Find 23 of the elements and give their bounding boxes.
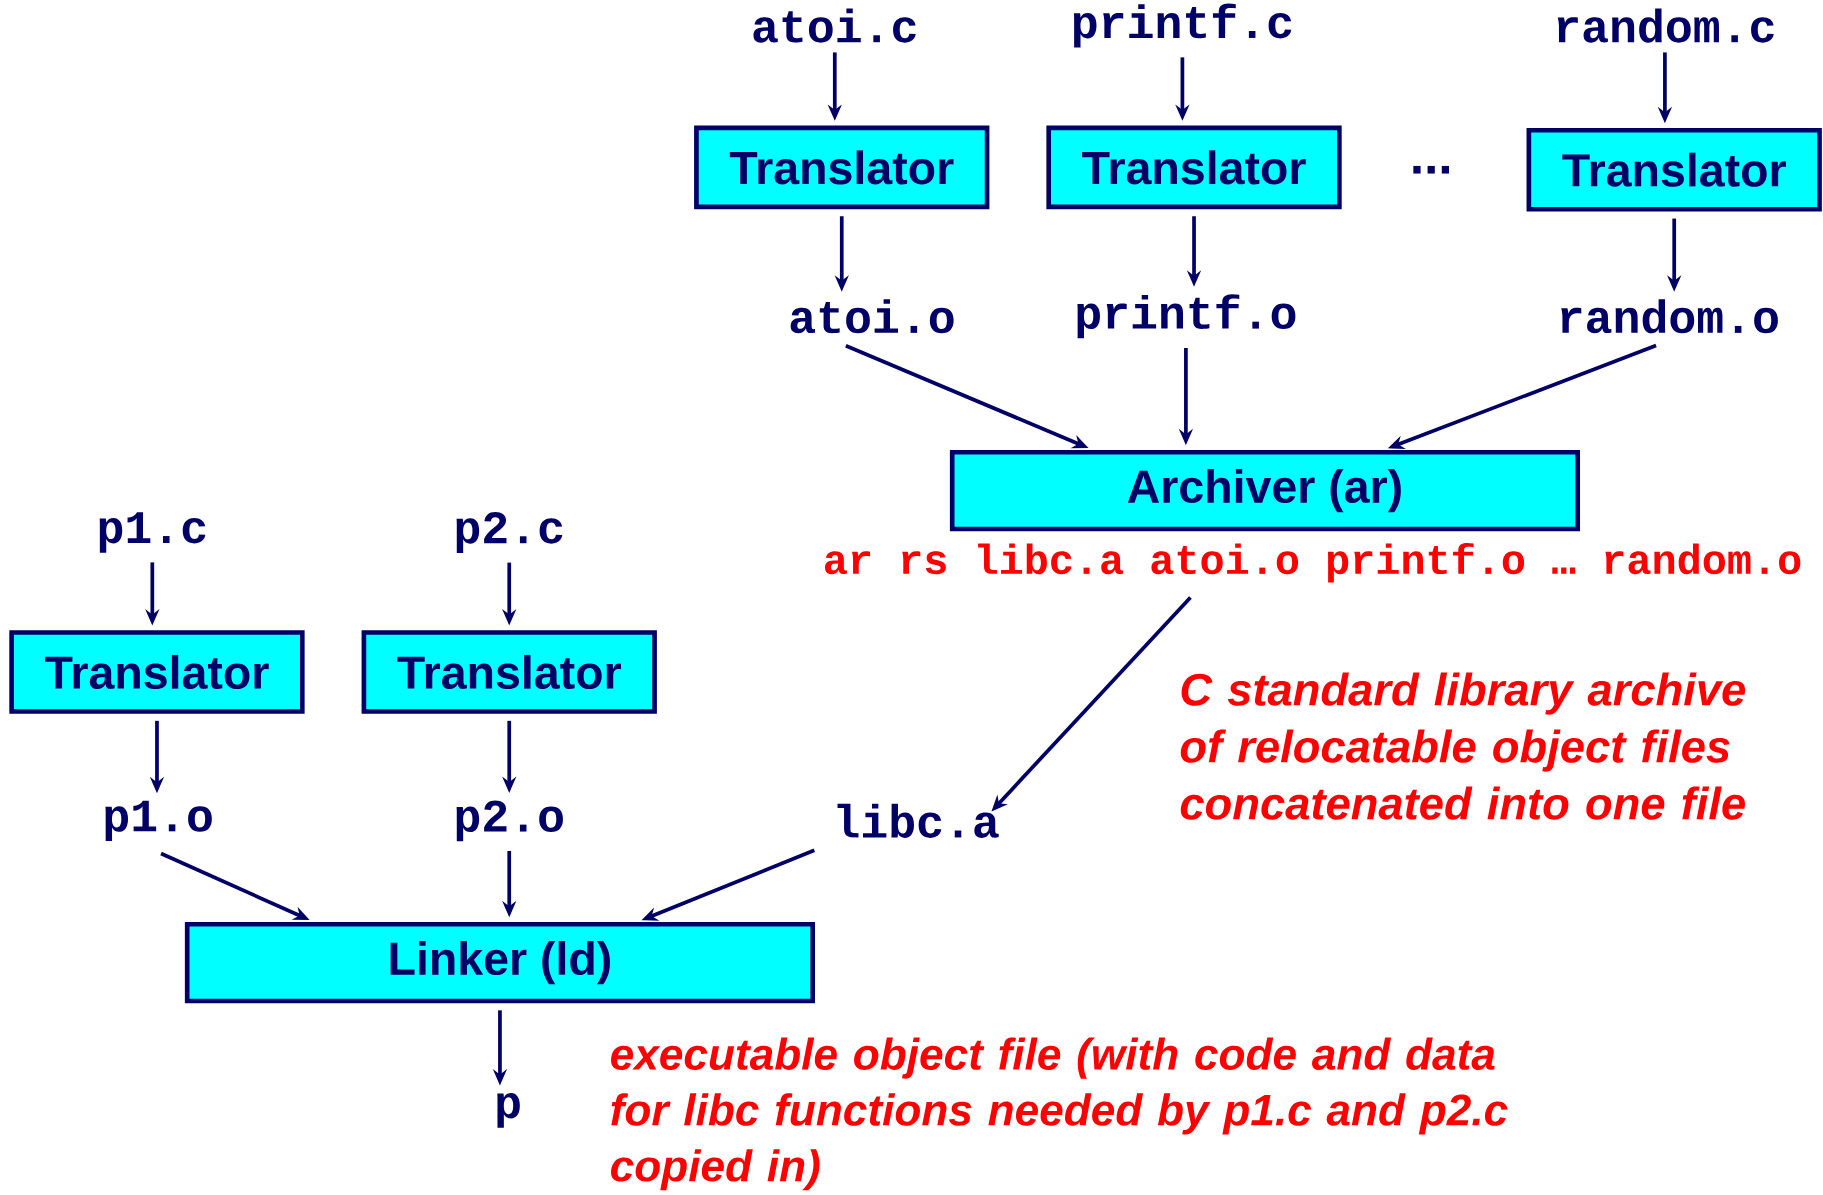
file-name: printf.o [1077, 294, 1296, 339]
file-name: random.o [1561, 299, 1778, 334]
file-name: printf.c [1073, 3, 1292, 48]
process-box: Translator [694, 125, 990, 210]
file-name: p [497, 1092, 520, 1128]
file-name: p2.c [456, 512, 563, 553]
file-name: p1.c [99, 512, 206, 553]
file-name: atoi.c [753, 8, 916, 43]
file-name: p2.o [456, 800, 563, 842]
process-box: Linker (ld) [184, 921, 815, 1004]
file-name: random.c [1557, 8, 1774, 43]
note-text: C standard library archive of relocatable object files concatenated into one file [1180, 672, 1746, 820]
file-name: atoi.o [790, 299, 954, 334]
process-box: Translator [1526, 127, 1822, 212]
ellipsis: ... [1413, 165, 1449, 174]
file-name: p1.o [105, 800, 212, 841]
file-name: libc.a [837, 803, 999, 838]
process-box: Translator [9, 630, 305, 714]
process-box: Translator [361, 630, 657, 714]
note-text: executable object file (with code and data for libc functions needed by p1.c and p2.c copied in) [611, 1037, 1508, 1191]
command-text: ar rs libc.a atoi.o printf.o … random.o [825, 542, 1801, 583]
process-box: Translator [1046, 125, 1342, 210]
process-box: Archiver (ar) [949, 449, 1581, 532]
